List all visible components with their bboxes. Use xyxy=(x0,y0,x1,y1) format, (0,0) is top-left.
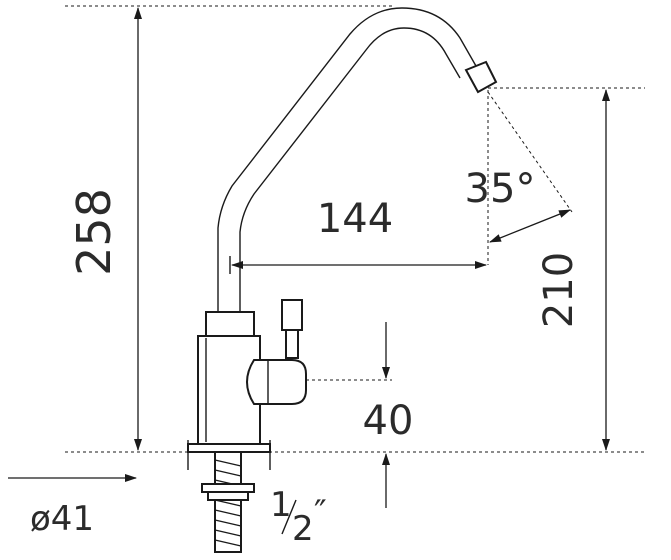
base-height-label: 40 xyxy=(363,398,414,444)
angle-label: 35° xyxy=(465,166,536,212)
thread-numerator: 1 xyxy=(270,485,292,525)
total-height-label: 258 xyxy=(67,188,121,276)
base-flange xyxy=(187,443,271,453)
reference-lines xyxy=(65,5,645,453)
dimension-lines xyxy=(8,7,610,508)
faucet xyxy=(187,7,498,553)
collar xyxy=(205,311,255,337)
handle-knob xyxy=(281,299,303,331)
handle-stem xyxy=(285,329,299,359)
angle-arrow-right xyxy=(529,209,571,227)
spout-tip xyxy=(464,60,498,94)
thread-inch-mark: ″ xyxy=(314,493,327,533)
angle-reference-line xyxy=(487,91,573,213)
angle-arrow-left xyxy=(489,225,531,243)
thread-fraction-slash xyxy=(281,499,297,535)
dimension-labels: 258 144 35° 210 40 ø41 1 2 ″ xyxy=(30,166,582,549)
spout-tube xyxy=(217,7,477,312)
thread-denominator: 2 xyxy=(292,509,314,549)
diameter-label: ø41 xyxy=(30,499,94,539)
threaded-shank xyxy=(201,451,255,553)
shank-nut xyxy=(201,483,255,493)
handle-hub xyxy=(246,359,307,405)
reach-label: 144 xyxy=(317,196,393,242)
shank-washer xyxy=(207,491,249,501)
thread-size-label: 1 2 ″ xyxy=(270,485,327,549)
spout-height-label: 210 xyxy=(536,252,582,328)
